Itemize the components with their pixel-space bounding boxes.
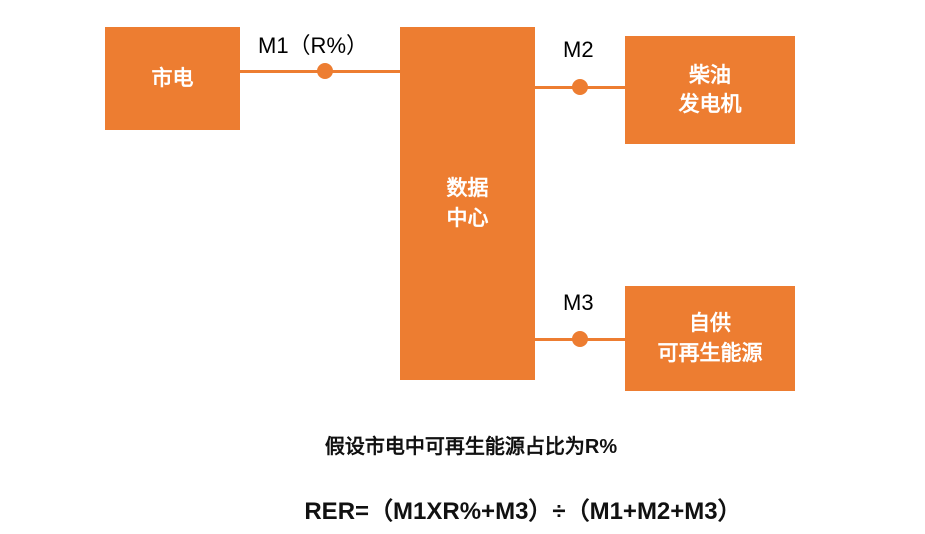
node-diesel-generator-label: 柴油 发电机 [679,61,742,120]
node-renewable-energy-line1: 自供 [689,312,731,336]
node-data-center-line2: 中心 [446,206,489,230]
node-data-center-label: 数据 中心 [447,174,489,233]
m1-meter-dot [317,63,333,79]
node-renewable-energy-line2: 可再生能源 [657,341,763,365]
assumption-text: 假设市电中可再生能源占比为R% [324,436,618,458]
m1-meter-label: M1（R%） [258,33,369,58]
node-diesel-generator-line1: 柴油 [689,63,731,87]
m3-meter-label: M3 [563,290,594,315]
node-diesel-generator: 柴油 发电机 [625,36,795,144]
node-data-center-line1: 数据 [446,177,489,201]
node-mains-power-label: 市电 [151,66,194,90]
node-diesel-generator-line2: 发电机 [678,93,742,116]
m3-meter-dot [572,331,588,347]
m2-meter-dot [572,79,588,95]
node-renewable-energy-label: 自供 可再生能源 [658,309,763,368]
m2-meter-label: M2 [563,37,594,62]
node-renewable-energy: 自供 可再生能源 [625,286,795,391]
rer-formula-text: RER=（M1XR%+M3）÷（M1+M2+M3） [304,498,742,525]
node-data-center: 数据 中心 [400,27,535,380]
node-mains-power: 市电 [105,27,240,130]
